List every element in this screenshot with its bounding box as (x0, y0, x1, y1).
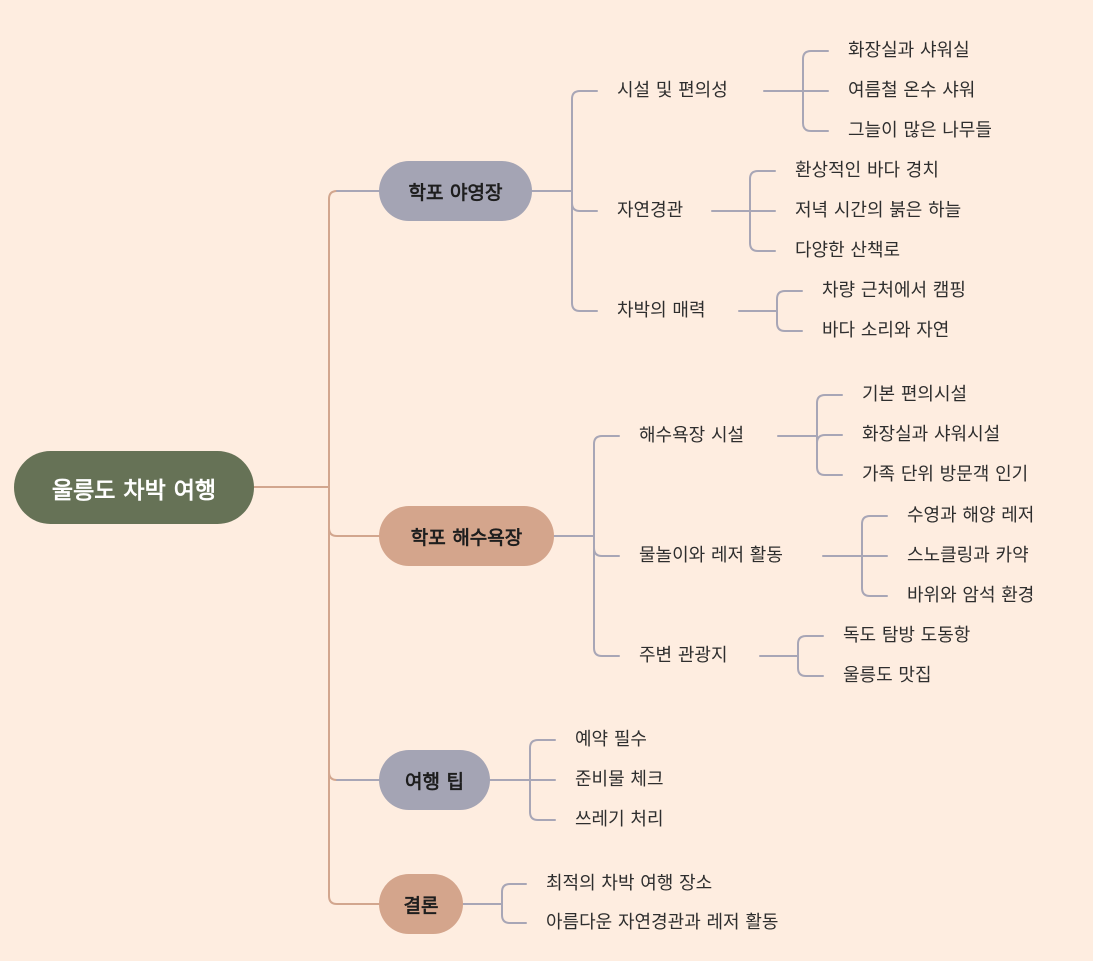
root-label: 울릉도 차박 여행 (51, 477, 217, 504)
leaf-item[interactable]: 바다 소리와 자연 (822, 320, 950, 341)
group00-connector-branch (802, 50, 829, 92)
branch-label: 학포 야영장 (408, 181, 503, 204)
branch2-connector-branch (529, 779, 556, 821)
leaf-item[interactable]: 가족 단위 방문객 인기 (862, 464, 1029, 485)
root-connector-branch (328, 486, 380, 537)
group11-connector-branch (861, 515, 888, 557)
branch-label: 여행 팁 (404, 770, 465, 793)
group-label[interactable]: 주변 관광지 (639, 645, 728, 666)
leaf-item[interactable]: 울릉도 맛집 (843, 665, 932, 686)
leaf-item[interactable]: 최적의 차박 여행 장소 (546, 873, 713, 894)
leaf-item[interactable]: 여름철 온수 샤워 (848, 80, 976, 101)
leaf-item[interactable]: 기본 편의시설 (862, 384, 968, 405)
group12-connector-branch (797, 655, 824, 677)
branch-node-hakpo-campground[interactable]: 학포 야영장 (379, 161, 532, 221)
root-connector-branch (328, 486, 380, 905)
branch3-connector-branch (501, 883, 527, 905)
group10-connector-branch (816, 434, 843, 444)
leaf-item[interactable]: 다양한 산책로 (795, 240, 901, 261)
branch0-connector-branch (571, 190, 598, 312)
leaf-item[interactable]: 환상적인 바다 경치 (795, 160, 939, 181)
leaf-item[interactable]: 저녁 시간의 붉은 하늘 (795, 200, 962, 221)
group01-connector-branch (749, 170, 776, 212)
leaf-item[interactable]: 아름다운 자연경관과 레저 활동 (546, 912, 779, 933)
group10-connector-branch (816, 394, 843, 437)
leaf-item[interactable]: 그늘이 많은 나무들 (848, 120, 992, 141)
root-node[interactable]: 울릉도 차박 여행 (14, 451, 254, 524)
leaf-item[interactable]: 화장실과 샤워시설 (862, 424, 1001, 445)
branch3-connector-branch (501, 903, 527, 924)
group-label[interactable]: 물놀이와 레저 활동 (639, 545, 783, 566)
leaf-item[interactable]: 예약 필수 (575, 729, 647, 750)
leaf-item[interactable]: 스노클링과 카약 (907, 545, 1029, 566)
branch-node-conclusion[interactable]: 결론 (379, 874, 463, 934)
branch1-connector-branch (593, 435, 620, 537)
group-label[interactable]: 자연경관 (617, 200, 684, 221)
group02-connector-branch (776, 290, 803, 312)
branch-node-hakpo-beach[interactable]: 학포 해수욕장 (379, 506, 554, 566)
branch2-connector-branch (529, 739, 556, 781)
branch0-connector-branch (571, 90, 598, 192)
leaf-item[interactable]: 쓰레기 처리 (575, 809, 664, 830)
root-connector-branch (328, 486, 380, 781)
group00-connector-branch (802, 90, 829, 132)
branch0-connector-branch (571, 190, 598, 212)
leaf-item[interactable]: 준비물 체크 (575, 769, 664, 790)
group11-connector-branch (861, 555, 888, 597)
leaf-item[interactable]: 수영과 해양 레저 (907, 505, 1035, 526)
group-label[interactable]: 시설 및 편의성 (617, 80, 728, 101)
leaf-item[interactable]: 차량 근처에서 캠핑 (822, 280, 966, 301)
group-label[interactable]: 차박의 매력 (617, 300, 706, 321)
group10-connector-branch (816, 435, 843, 476)
leaf-item[interactable]: 독도 탐방 도동항 (843, 625, 971, 646)
branch-label: 학포 해수욕장 (410, 526, 523, 549)
group01-connector-branch (749, 210, 776, 252)
group12-connector-branch (797, 635, 824, 657)
branch1-connector-branch (593, 535, 620, 557)
branch-label: 결론 (403, 894, 439, 917)
group02-connector-branch (776, 310, 803, 332)
branch-node-travel-tips[interactable]: 여행 팁 (379, 750, 490, 810)
leaf-item[interactable]: 바위와 암석 환경 (907, 585, 1035, 606)
leaf-item[interactable]: 화장실과 샤워실 (848, 40, 970, 61)
branch1-connector-branch (593, 535, 620, 657)
group-label[interactable]: 해수욕장 시설 (639, 425, 745, 446)
root-connector-branch (328, 190, 380, 488)
